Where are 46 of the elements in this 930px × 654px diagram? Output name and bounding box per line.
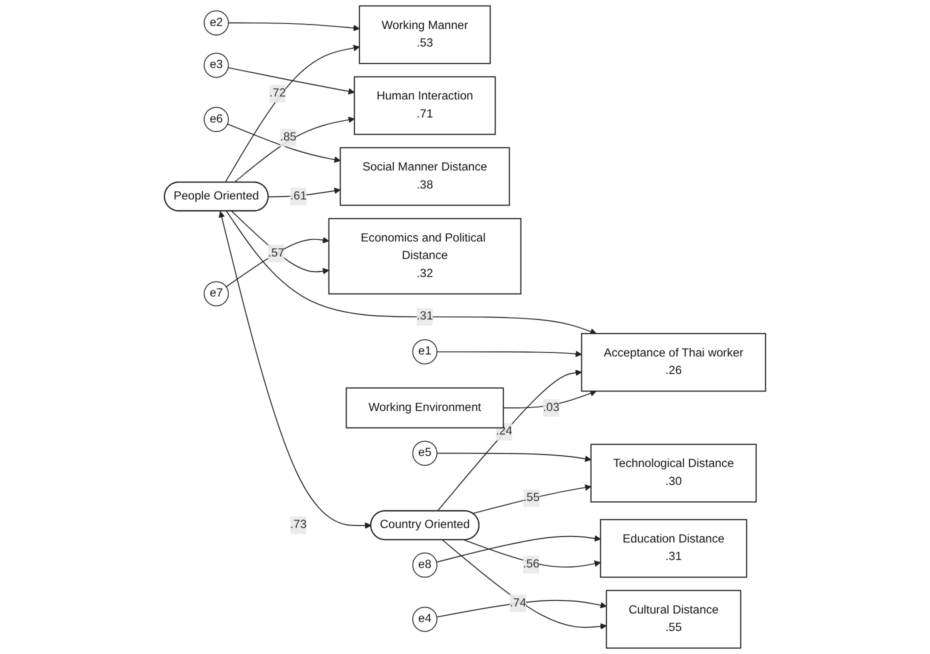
arrow (224, 44, 360, 183)
node-box: Social Manner Distance .38 (340, 147, 510, 206)
node-box: Working Manner .53 (358, 5, 491, 64)
node-box: Education Distance .31 (600, 519, 748, 578)
arrow (436, 370, 582, 512)
node-box: Acceptance of Thai worker .26 (581, 333, 766, 392)
arrow (218, 211, 372, 529)
arrow (464, 539, 601, 568)
edge-label: .03 (542, 401, 560, 414)
node-circle: e3 (204, 52, 229, 78)
edge-label: .56 (522, 558, 540, 571)
arrow (231, 210, 330, 274)
node-circle: e4 (412, 606, 438, 632)
arrow (226, 236, 330, 288)
edge-label: .85 (280, 131, 296, 144)
arrow (436, 452, 592, 462)
edge-label: .55 (523, 492, 540, 504)
edge-label: .57 (268, 246, 284, 260)
edge-label: .72 (269, 87, 286, 100)
edge-label: .74 (510, 596, 526, 610)
edge-label: .31 (416, 310, 434, 323)
edge-label: .61 (290, 190, 307, 202)
node-circle: e7 (204, 281, 229, 306)
node-box: Economics and Political Distance .32 (328, 218, 522, 294)
node-circle: e6 (204, 106, 229, 132)
arrow (226, 210, 597, 335)
node-circle: e2 (204, 10, 229, 36)
arrow (227, 124, 341, 163)
node-box: Cultural Distance .55 (606, 590, 742, 649)
arrow (436, 535, 601, 563)
node-box: Human Interaction .71 (354, 76, 496, 135)
node-circle: e8 (412, 552, 438, 578)
arrow (234, 116, 355, 183)
arrow (228, 67, 355, 95)
arrow (268, 188, 341, 198)
arrow (502, 390, 597, 408)
node-circle: e5 (412, 440, 438, 466)
arrow (436, 600, 607, 618)
node-circle: e1 (412, 339, 438, 364)
arrow (436, 350, 582, 358)
arrow (228, 22, 360, 32)
arrow (472, 484, 592, 514)
node-box: Technological Distance .30 (590, 444, 757, 502)
edge-label: .73 (290, 518, 307, 532)
node-box: Working Environment (346, 387, 504, 428)
arrow (442, 539, 607, 630)
